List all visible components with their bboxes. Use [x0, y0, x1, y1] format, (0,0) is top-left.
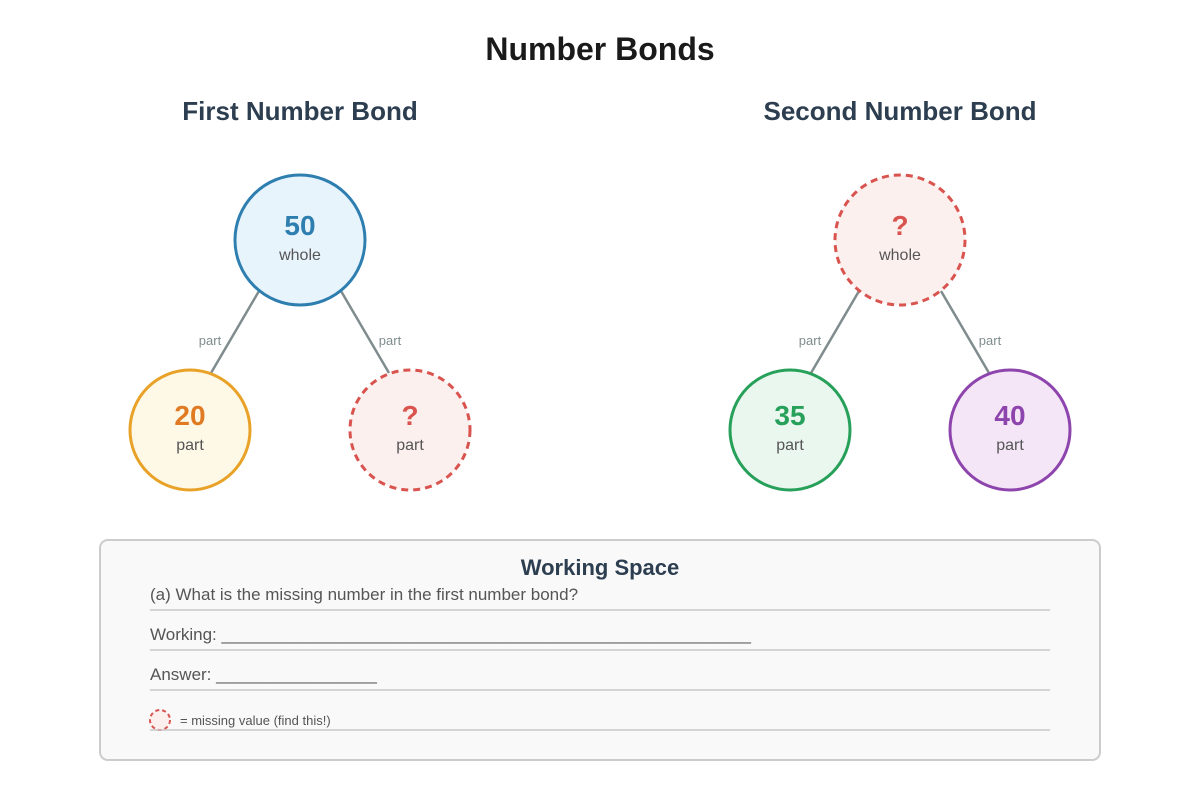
second-bond-right-part-node: 40 part	[948, 368, 1072, 492]
first-bond-right-part-label: part	[396, 437, 424, 454]
second-bond-left-edge-label: part	[799, 333, 822, 348]
first-bond-whole-value: 50	[284, 210, 315, 241]
second-bond-whole-value: ?	[891, 210, 908, 241]
first-bond-whole-circle	[233, 173, 367, 307]
second-bond-right-part-value: 40	[994, 400, 1025, 431]
second-bond-left-part-label: part	[776, 437, 804, 454]
first-bond-left-connector	[209, 290, 261, 374]
working-line[interactable]: Working: _______________________________…	[150, 625, 751, 644]
second-bond-left-connector	[809, 290, 861, 374]
working-space-title: Working Space	[521, 555, 680, 580]
first-bond-right-part-node: ? part	[348, 368, 472, 492]
second-bond-heading: Second Number Bond	[763, 96, 1036, 126]
question-text: (a) What is the missing number in the fi…	[150, 585, 578, 604]
second-bond-left-part-circle	[728, 368, 852, 492]
first-bond-left-part-label: part	[176, 437, 204, 454]
second-bond-whole-circle	[833, 173, 967, 307]
second-bond-left-part-node: 35 part	[728, 368, 852, 492]
first-bond-right-edge-label: part	[379, 333, 402, 348]
second-bond-right-part-circle	[948, 368, 1072, 492]
first-bond-left-part-value: 20	[174, 400, 205, 431]
second-bond-right-edge-label: part	[979, 333, 1002, 348]
second-bond-left-part-value: 35	[774, 400, 805, 431]
second-bond-right-connector	[939, 290, 991, 374]
answer-line[interactable]: Answer: _________________	[150, 665, 377, 684]
second-bond-whole-node: ? whole	[833, 173, 967, 307]
first-bond-right-part-circle	[348, 368, 472, 492]
first-bond-right-connector	[339, 290, 391, 374]
first-bond-left-part-circle	[128, 368, 252, 492]
first-bond-left-part-node: 20 part	[128, 368, 252, 492]
first-bond-whole-node: 50 whole	[233, 173, 367, 307]
first-bond-heading: First Number Bond	[182, 96, 417, 126]
second-number-bond: Second Number Bond part part ? whole 35 …	[728, 96, 1072, 492]
first-bond-whole-label: whole	[278, 247, 321, 264]
working-space-panel: Working Space (a) What is the missing nu…	[99, 539, 1101, 761]
second-bond-whole-label: whole	[878, 247, 921, 264]
first-bond-left-edge-label: part	[199, 333, 222, 348]
first-bond-right-part-value: ?	[401, 400, 418, 431]
first-number-bond: First Number Bond part part 50 whole 20 …	[128, 96, 472, 492]
page-title: Number Bonds	[485, 31, 714, 67]
second-bond-right-part-label: part	[996, 437, 1024, 454]
missing-value-legend-icon	[149, 709, 171, 731]
missing-value-legend-text: = missing value (find this!)	[180, 713, 331, 728]
